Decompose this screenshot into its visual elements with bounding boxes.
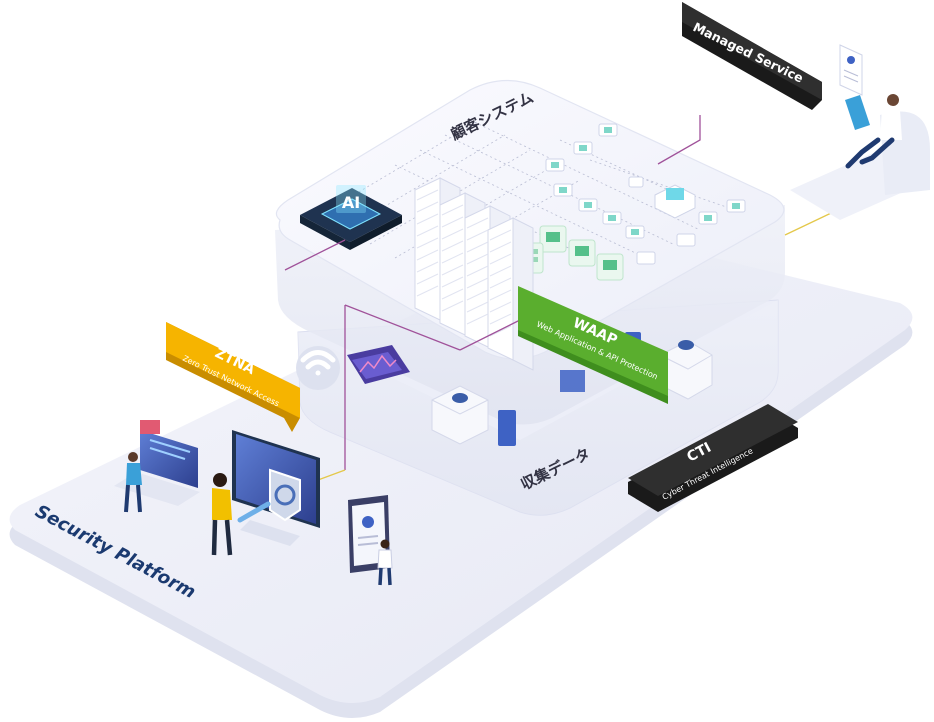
person-icon <box>377 539 393 586</box>
chart-tablet-icon <box>347 345 410 384</box>
cti-tag: CTI Cyber Threat Intelligence <box>628 404 798 512</box>
person-icon <box>124 452 142 513</box>
ai-chip-icon: AI <box>300 185 402 250</box>
document-icon <box>839 44 863 96</box>
database-icon <box>431 385 489 445</box>
database-icon <box>659 340 713 400</box>
managed-service-tag: Managed Service <box>682 2 822 110</box>
person-icon <box>845 94 902 169</box>
person-icon <box>211 473 233 556</box>
network-nodes <box>545 123 746 265</box>
data-panel <box>498 410 516 446</box>
wifi-icon <box>296 346 340 390</box>
customer-system-box: AI 収集データ 顧客システム <box>275 79 785 516</box>
ai-chip-label: AI <box>342 193 360 212</box>
core-node <box>654 184 696 219</box>
data-panel <box>560 370 585 392</box>
monitor-lock-icon <box>232 430 320 546</box>
managed-service-title: Managed Service <box>691 19 806 85</box>
